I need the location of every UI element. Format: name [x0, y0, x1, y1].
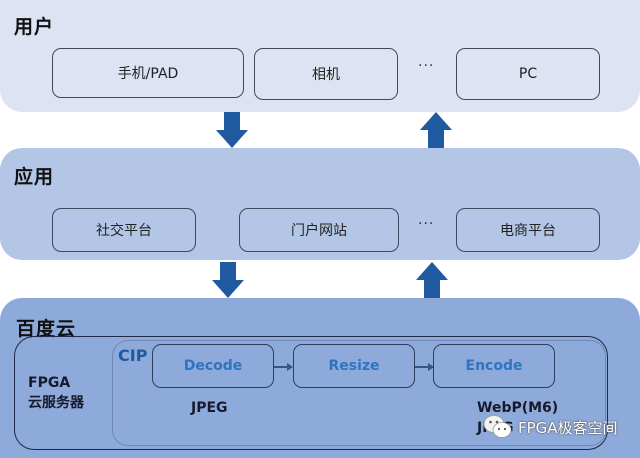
- arrow-up-app-to-user: [420, 112, 452, 150]
- cip-label: CIP: [118, 346, 148, 365]
- fpga-label-line2: 云服务器: [28, 395, 84, 411]
- cip-container: [112, 340, 606, 446]
- stage-decode[interactable]: Decode: [152, 344, 274, 388]
- app-node-social[interactable]: 社交平台: [52, 208, 196, 252]
- stage-encode[interactable]: Encode: [433, 344, 555, 388]
- watermark-text: FPGA极客空间: [518, 418, 618, 437]
- user-node-camera[interactable]: 相机: [254, 48, 398, 100]
- link-resize-to-encode: [415, 363, 434, 371]
- app-node-portal[interactable]: 门户网站: [239, 208, 399, 252]
- arrow-down-user-to-app: [216, 112, 248, 148]
- output-format-webp: WebP(M6): [477, 400, 559, 416]
- watermark: FPGA极客空间: [482, 414, 618, 440]
- app-node-ecommerce[interactable]: 电商平台: [456, 208, 600, 252]
- stage-resize[interactable]: Resize: [293, 344, 415, 388]
- fpga-server-container: [14, 336, 306, 450]
- user-layer-title: 用户: [14, 16, 55, 38]
- user-ellipsis: ···: [418, 58, 435, 74]
- fpga-server-container-right: [300, 336, 608, 450]
- cloud-layer: 百度云 FPGA 云服务器 CIP Decode Resize Encode J…: [0, 298, 640, 458]
- link-decode-to-resize: [274, 363, 293, 371]
- user-layer: 用户 手机/PAD 相机 ··· PC: [0, 0, 640, 112]
- arrow-down-app-to-cloud: [212, 262, 244, 298]
- wechat-icon: [483, 415, 512, 438]
- cloud-layer-title: 百度云: [16, 318, 77, 340]
- app-layer: 应用 社交平台 门户网站 ··· 电商平台: [0, 148, 640, 260]
- app-layer-title: 应用: [14, 166, 55, 188]
- arrow-up-cloud-to-app: [416, 262, 448, 300]
- fpga-label-line1: FPGA: [28, 375, 71, 391]
- user-node-pc[interactable]: PC: [456, 48, 600, 100]
- input-format-label: JPEG: [191, 400, 228, 416]
- app-ellipsis: ···: [418, 216, 435, 232]
- user-node-mobile[interactable]: 手机/PAD: [52, 48, 244, 98]
